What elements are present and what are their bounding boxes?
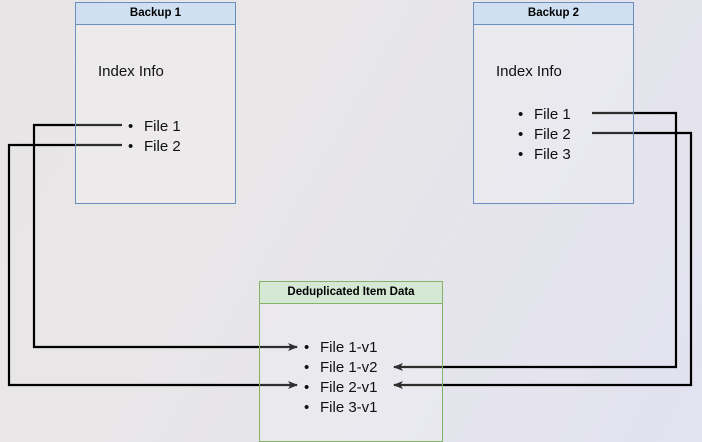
list-item[interactable]: File 2 (518, 125, 571, 145)
dedup-item-file-3-v1-label: File 3-v1 (320, 399, 378, 416)
backup-2-box[interactable]: Backup 2 Index Info File 1 File 2 File 3 (473, 2, 634, 204)
deduplicated-item-data-box[interactable]: Deduplicated Item Data File 1-v1 File 1-… (259, 281, 443, 442)
backup-1-index-label: Index Info (98, 63, 164, 80)
list-item[interactable]: File 2-v1 (304, 378, 378, 398)
list-item[interactable]: File 1 (128, 117, 181, 137)
dedup-item-file-2-v1-label: File 2-v1 (320, 379, 378, 396)
deduplicated-item-data-title: Deduplicated Item Data (260, 282, 442, 304)
backup-2-file-1-label: File 1 (534, 106, 571, 123)
list-item[interactable]: File 2 (128, 137, 181, 157)
list-item[interactable]: File 1-v2 (304, 358, 378, 378)
list-item[interactable]: File 3 (518, 145, 571, 165)
deduplicated-item-list: File 1-v1 File 1-v2 File 2-v1 File 3-v1 (304, 338, 378, 418)
backup-2-title: Backup 2 (474, 3, 633, 25)
backup-1-file-1-label: File 1 (144, 118, 181, 135)
list-item[interactable]: File 1-v1 (304, 338, 378, 358)
backup-2-file-3-label: File 3 (534, 146, 571, 163)
dedup-item-file-1-v1-label: File 1-v1 (320, 339, 378, 356)
list-item[interactable]: File 1 (518, 105, 571, 125)
backup-1-file-2-label: File 2 (144, 138, 181, 155)
backup-1-body: Index Info File 1 File 2 (76, 25, 235, 203)
deduplicated-item-data-body: File 1-v1 File 1-v2 File 2-v1 File 3-v1 (260, 304, 442, 441)
backup-2-file-2-label: File 2 (534, 126, 571, 143)
backup-1-box[interactable]: Backup 1 Index Info File 1 File 2 (75, 2, 236, 204)
backup-2-file-list: File 1 File 2 File 3 (518, 105, 571, 165)
backup-2-body: Index Info File 1 File 2 File 3 (474, 25, 633, 203)
backup-2-index-label: Index Info (496, 63, 562, 80)
backup-1-title: Backup 1 (76, 3, 235, 25)
dedup-item-file-1-v2-label: File 1-v2 (320, 359, 378, 376)
list-item[interactable]: File 3-v1 (304, 398, 378, 418)
backup-1-file-list: File 1 File 2 (128, 117, 181, 157)
